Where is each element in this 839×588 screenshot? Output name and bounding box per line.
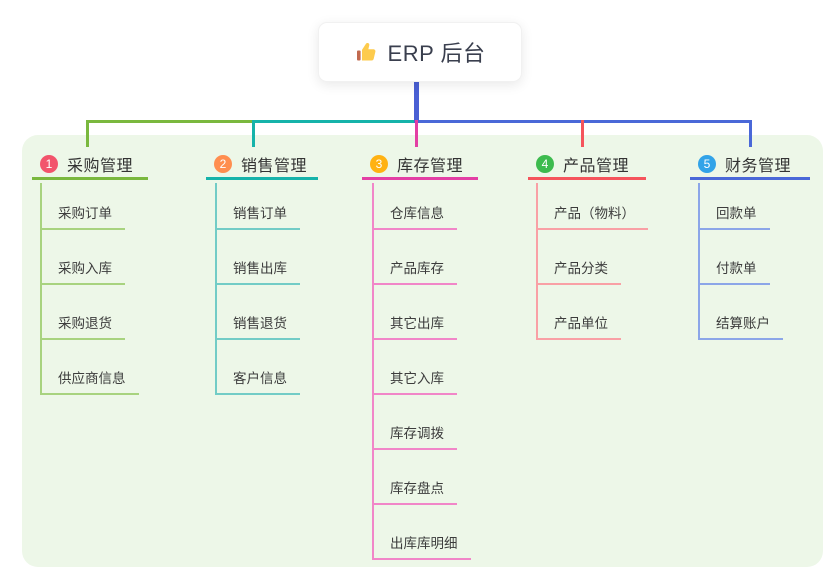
node-settlement-account[interactable]: 结算账户 bbox=[698, 315, 783, 340]
branch-finance-header[interactable]: 5 财务管理 bbox=[690, 150, 810, 180]
branch-purchase-title: 采购管理 bbox=[67, 157, 134, 175]
node-other-outbound[interactable]: 其它出库 bbox=[372, 315, 457, 340]
node-sales-order[interactable]: 销售订单 bbox=[215, 205, 300, 230]
node-sales-return[interactable]: 销售退货 bbox=[215, 315, 300, 340]
branch-product-childline bbox=[536, 183, 538, 338]
thumbs-up-icon bbox=[355, 40, 379, 64]
root-connector-line bbox=[414, 82, 419, 123]
connector-branch2-drop bbox=[252, 120, 255, 147]
branch-inventory-header[interactable]: 3 库存管理 bbox=[362, 150, 478, 180]
branch-finance-childline bbox=[698, 183, 700, 338]
connector-branch45-horizontal bbox=[419, 120, 752, 123]
branch-purchase-header[interactable]: 1 采购管理 bbox=[32, 150, 148, 180]
branch-product-badge: 4 bbox=[536, 154, 554, 173]
branch-sales-childline bbox=[215, 183, 217, 393]
branch-product-header[interactable]: 4 产品管理 bbox=[528, 150, 646, 180]
branch-inventory-title: 库存管理 bbox=[397, 157, 464, 175]
branch-finance-title: 财务管理 bbox=[725, 157, 792, 175]
node-stock-transfer[interactable]: 库存调拨 bbox=[372, 425, 457, 450]
node-payment-bill[interactable]: 付款单 bbox=[698, 260, 770, 285]
node-outbound-detail[interactable]: 出库库明细 bbox=[372, 535, 471, 560]
node-sales-outbound[interactable]: 销售出库 bbox=[215, 260, 300, 285]
node-product-material[interactable]: 产品（物料） bbox=[536, 205, 648, 230]
branch-sales-badge: 2 bbox=[214, 154, 232, 173]
branch-finance-badge: 5 bbox=[698, 154, 716, 173]
connector-branch3-drop bbox=[415, 120, 418, 147]
node-purchase-return[interactable]: 采购退货 bbox=[40, 315, 125, 340]
branches-background-panel bbox=[22, 135, 823, 567]
connector-branch1-drop bbox=[86, 120, 89, 147]
root-node-erp-backend[interactable]: ERP 后台 bbox=[318, 22, 522, 82]
connector-branch1-horizontal bbox=[86, 120, 254, 123]
node-supplier-info[interactable]: 供应商信息 bbox=[40, 370, 139, 395]
root-title: ERP 后台 bbox=[387, 41, 486, 66]
branch-purchase-childline bbox=[40, 183, 42, 393]
branch-purchase-badge: 1 bbox=[40, 154, 58, 173]
branch-sales-title: 销售管理 bbox=[241, 157, 308, 175]
branch-sales-header[interactable]: 2 销售管理 bbox=[206, 150, 318, 180]
branch-product-title: 产品管理 bbox=[563, 157, 630, 175]
node-customer-info[interactable]: 客户信息 bbox=[215, 370, 300, 395]
node-purchase-inbound[interactable]: 采购入库 bbox=[40, 260, 125, 285]
branch-inventory-childline bbox=[372, 183, 374, 558]
connector-branch4-drop bbox=[581, 120, 584, 147]
node-receipt-bill[interactable]: 回款单 bbox=[698, 205, 770, 230]
node-stock-taking[interactable]: 库存盘点 bbox=[372, 480, 457, 505]
node-product-stock[interactable]: 产品库存 bbox=[372, 260, 457, 285]
node-warehouse-info[interactable]: 仓库信息 bbox=[372, 205, 457, 230]
branch-inventory-badge: 3 bbox=[370, 154, 388, 173]
node-purchase-order[interactable]: 采购订单 bbox=[40, 205, 125, 230]
connector-branch2-horizontal bbox=[252, 120, 414, 123]
node-product-category[interactable]: 产品分类 bbox=[536, 260, 621, 285]
connector-branch5-drop bbox=[749, 120, 752, 147]
node-product-unit[interactable]: 产品单位 bbox=[536, 315, 621, 340]
node-other-inbound[interactable]: 其它入库 bbox=[372, 370, 457, 395]
